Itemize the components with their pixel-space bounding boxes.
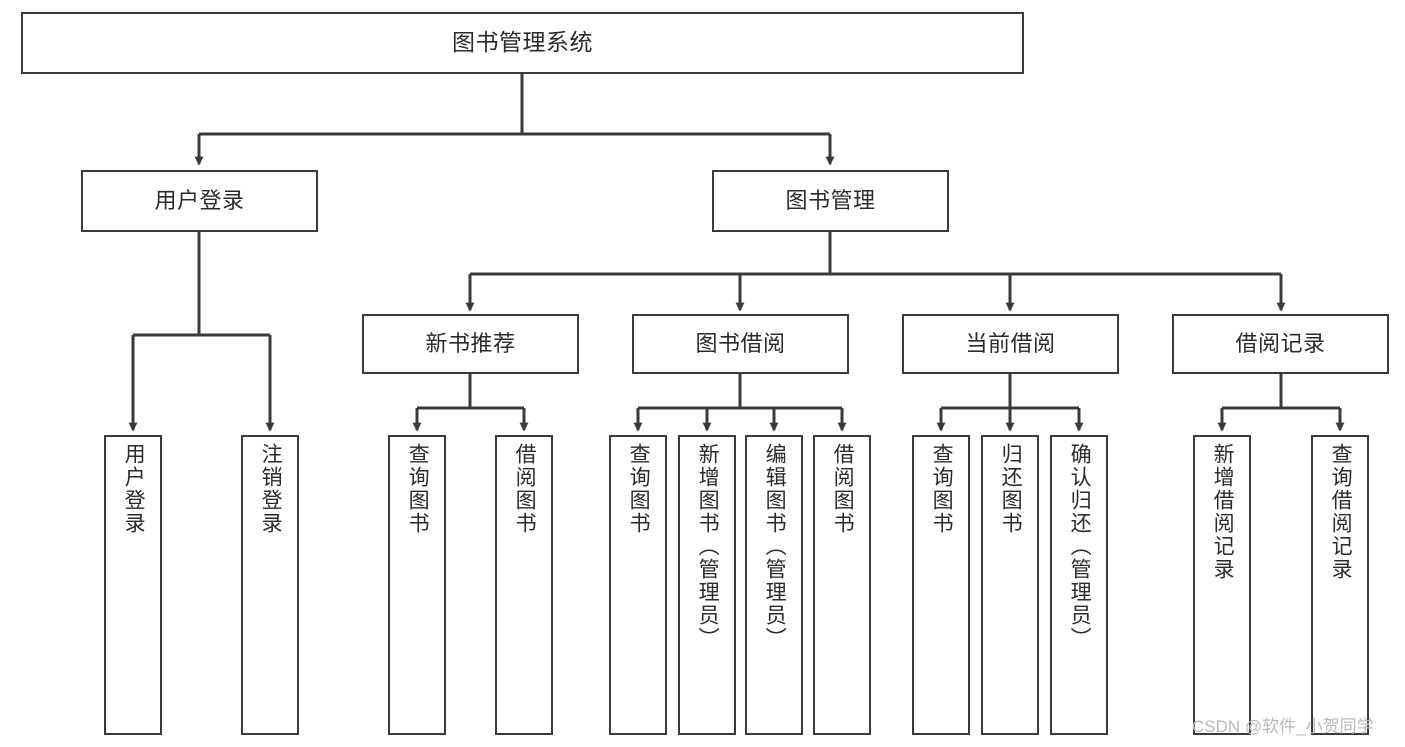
- node-label: 新书推荐: [425, 330, 516, 356]
- leaf-borrow-record-query-record[interactable]: 查询借阅记录: [1311, 435, 1369, 735]
- leaf-user-login-login[interactable]: 用户登录: [104, 435, 162, 735]
- node-label: 借阅图书: [831, 443, 855, 535]
- node-label: 新增借阅记录: [1211, 443, 1235, 581]
- node-label: 用户登录: [122, 443, 146, 535]
- leaf-book-borrow-query-book[interactable]: 查询图书: [609, 435, 667, 735]
- node-label: 注销登录: [259, 443, 283, 535]
- node-new-book-recommend[interactable]: 新书推荐: [362, 314, 579, 374]
- node-label: 借阅图书: [513, 443, 537, 535]
- node-label: 查询图书: [406, 443, 430, 535]
- leaf-borrow-record-add-record[interactable]: 新增借阅记录: [1193, 435, 1251, 735]
- node-current-borrow[interactable]: 当前借阅: [902, 314, 1119, 374]
- node-root-book-management-system[interactable]: 图书管理系统: [21, 12, 1024, 74]
- leaf-current-borrow-confirm-return-admin[interactable]: 确认归还（管理员）: [1050, 435, 1108, 735]
- leaf-book-borrow-add-book-admin[interactable]: 新增图书（管理员）: [678, 435, 736, 735]
- leaf-user-login-logout[interactable]: 注销登录: [241, 435, 299, 735]
- leaf-current-borrow-return-book[interactable]: 归还图书: [981, 435, 1039, 735]
- node-book-management[interactable]: 图书管理: [712, 170, 949, 232]
- node-book-borrow[interactable]: 图书借阅: [632, 314, 849, 374]
- node-label: 查询图书: [627, 443, 651, 535]
- node-user-login[interactable]: 用户登录: [81, 170, 318, 232]
- node-label: 借阅记录: [1235, 330, 1326, 356]
- csdn-watermark: CSDN @软件_小贺同学: [1192, 717, 1374, 736]
- leaf-new-book-borrow-book[interactable]: 借阅图书: [495, 435, 553, 735]
- node-label: 当前借阅: [965, 330, 1056, 356]
- node-label: 确认归还（管理员）: [1068, 443, 1092, 650]
- leaf-new-book-query-book[interactable]: 查询图书: [388, 435, 446, 735]
- node-borrow-record[interactable]: 借阅记录: [1172, 314, 1389, 374]
- node-label: 新增图书（管理员）: [696, 443, 720, 650]
- node-label: 图书管理系统: [452, 29, 593, 56]
- node-label: 查询图书: [930, 443, 954, 535]
- node-label: 编辑图书（管理员）: [763, 443, 787, 650]
- node-label: 用户登录: [154, 187, 245, 213]
- leaf-current-borrow-query-book[interactable]: 查询图书: [912, 435, 970, 735]
- node-label: 归还图书: [999, 443, 1023, 535]
- node-label: 图书借阅: [695, 330, 786, 356]
- leaf-book-borrow-edit-book-admin[interactable]: 编辑图书（管理员）: [745, 435, 803, 735]
- node-label: 图书管理: [785, 187, 876, 213]
- leaf-book-borrow-borrow-book[interactable]: 借阅图书: [813, 435, 871, 735]
- node-label: 查询借阅记录: [1329, 443, 1353, 581]
